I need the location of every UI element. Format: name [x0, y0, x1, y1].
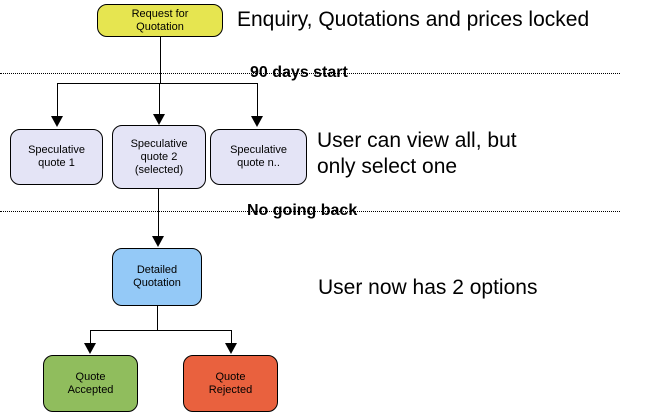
connector-to-rejected: [231, 330, 232, 343]
connector-spec2-to-detailed: [158, 189, 159, 236]
node-request-label: Request for Quotation: [131, 7, 189, 33]
connector-branch-bottom: [90, 330, 232, 331]
connector-branch-top: [57, 83, 258, 84]
annotation-view-all: User can view all, but only select one: [317, 129, 517, 178]
node-quote-rejected: Quote Rejected: [183, 355, 278, 412]
dotted-line-no-going-back: [0, 211, 620, 212]
node-spec3-label: Speculative quote n..: [230, 144, 287, 169]
annotation-two-options: User now has 2 options: [318, 276, 538, 299]
connector-to-spec2: [159, 83, 160, 114]
node-accepted-label: Quote Accepted: [67, 370, 114, 396]
connector-to-accepted: [90, 330, 91, 343]
arrowhead-spec1: [51, 116, 63, 127]
node-speculative-quote-1: Speculative quote 1: [10, 129, 103, 185]
connector-detailed-down: [157, 306, 158, 331]
milestone-90-days-start: 90 days start: [250, 64, 348, 81]
connector-to-spec3: [257, 83, 258, 116]
node-speculative-quote-2-selected: Speculative quote 2 (selected): [112, 125, 206, 189]
arrowhead-accepted: [84, 343, 96, 354]
node-speculative-quote-n: Speculative quote n..: [210, 129, 307, 185]
node-spec1-label: Speculative quote 1: [28, 144, 85, 169]
milestone-no-going-back: No going back: [247, 202, 358, 219]
node-rejected-label: Quote Rejected: [208, 370, 253, 396]
connector-to-spec1: [57, 83, 58, 116]
arrowhead-spec3: [251, 116, 263, 127]
connector-request-down: [160, 37, 161, 83]
node-spec2-label: Speculative quote 2 (selected): [130, 137, 188, 176]
node-detailed-label: Detailed Quotation: [133, 264, 181, 289]
arrowhead-detailed: [152, 236, 164, 247]
node-quote-accepted: Quote Accepted: [43, 355, 138, 412]
node-detailed-quotation: Detailed Quotation: [112, 248, 202, 306]
dotted-line-90-days: [0, 73, 620, 74]
annotation-prices-locked: Enquiry, Quotations and prices locked: [237, 8, 590, 31]
arrowhead-rejected: [225, 343, 237, 354]
node-request-for-quotation: Request for Quotation: [97, 4, 223, 37]
arrowhead-spec2: [153, 114, 165, 125]
